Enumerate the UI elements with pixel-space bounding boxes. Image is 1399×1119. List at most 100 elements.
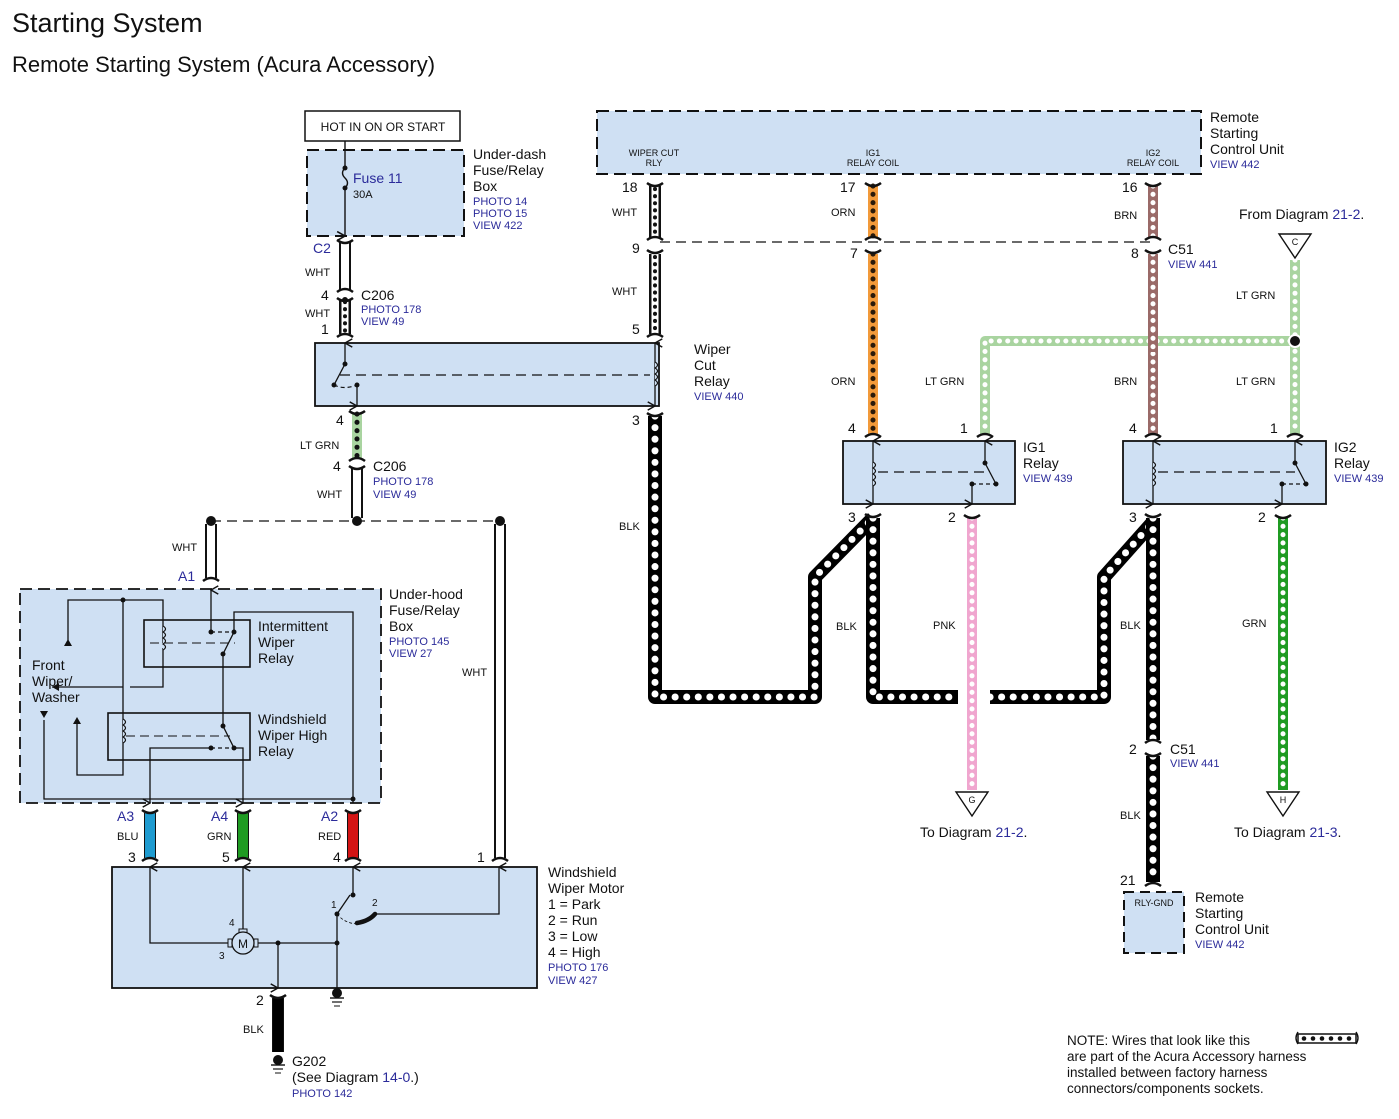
connector-cap (348, 456, 366, 463)
to-diagram-g-link[interactable]: 21-2 (995, 824, 1023, 840)
motor-icon: M (227, 928, 259, 955)
connector-cap (864, 432, 882, 439)
connector-cap (202, 576, 220, 583)
ig1-relay-name-2: Relay (1023, 455, 1059, 471)
c206-ref-view[interactable]: VIEW 49 (361, 316, 404, 328)
wiper-motor-legend-low: 3 = Low (548, 928, 598, 944)
offpage-letter-c: C (1292, 237, 1299, 247)
pin-label: 4 (336, 412, 344, 428)
wiper-cut-relay-name-1: Wiper (694, 341, 731, 357)
high-relay-name-3: Relay (258, 743, 294, 759)
connector-cap (336, 296, 354, 303)
connector-cap (646, 248, 664, 255)
rscu-bottom-ref[interactable]: VIEW 442 (1195, 939, 1245, 951)
underdash-ref-photo14[interactable]: PHOTO 14 (473, 196, 527, 208)
g202-name: G202 (292, 1053, 326, 1069)
pin-label: 4 (333, 849, 341, 865)
underdash-fuse-box: Fuse 11 30A Under-dash Fuse/Relay Box PH… (306, 141, 546, 256)
from-diagram-link[interactable]: 21-2 (1332, 206, 1360, 222)
wiper-motor-ref-photo[interactable]: PHOTO 176 (548, 962, 608, 974)
connector-cap (864, 512, 882, 519)
ground-icon (271, 1055, 285, 1074)
underdash-ref-view422[interactable]: VIEW 422 (473, 220, 523, 232)
wiper-motor-ref-view[interactable]: VIEW 427 (548, 975, 598, 987)
fuse-icon (341, 167, 349, 189)
rscu-top-box: WIPER CUT RLY IG1 RELAY COIL IG2 RELAY C… (596, 109, 1284, 175)
wire-blk-ig1-ig2 (986, 517, 1159, 704)
underdash-ref-photo15[interactable]: PHOTO 15 (473, 208, 527, 220)
c51-ref[interactable]: VIEW 441 (1168, 259, 1218, 271)
g202-diagram-link[interactable]: 14-0 (382, 1069, 410, 1085)
wire-color-label: WHT (305, 267, 330, 279)
rscu-top-ref[interactable]: VIEW 442 (1210, 159, 1260, 171)
connector-cap (963, 513, 981, 520)
ground-icon (330, 988, 344, 1007)
wiper-cut-relay-ref[interactable]: VIEW 440 (694, 391, 744, 403)
wire-color-label: LT GRN (1236, 376, 1275, 388)
connector-cap (646, 411, 664, 418)
underdash-name-3: Box (473, 178, 497, 194)
pin-label: 18 (622, 179, 638, 195)
underhood-name-3: Box (389, 618, 413, 634)
wiper-motor-legend-park: 1 = Park (548, 896, 602, 912)
connector-cap (141, 808, 159, 815)
connector-cap (1144, 512, 1162, 519)
connector-cap (864, 248, 882, 255)
offpage-from-c: From Diagram 21-2. C (1239, 206, 1364, 260)
motor-symbol: M (238, 937, 248, 951)
connector-a4: A4 (211, 808, 228, 824)
intermittent-relay-name-3: Relay (258, 650, 294, 666)
to-diagram-h-link[interactable]: 21-3 (1309, 824, 1337, 840)
g202-ref[interactable]: PHOTO 142 (292, 1088, 352, 1100)
ig2-relay-ref[interactable]: VIEW 439 (1334, 473, 1384, 485)
g202-see: (See Diagram 14-0.) (292, 1069, 419, 1085)
wire-color-label: RED (318, 831, 341, 843)
note-line-2: are part of the Acura Accessory harness (1067, 1049, 1307, 1064)
from-diagram-label: From Diagram 21-2. (1239, 206, 1364, 222)
connector-cap (1144, 248, 1162, 255)
pin-label: 1 (1270, 420, 1278, 436)
connector-a2: A2 (321, 808, 338, 824)
pin-label: 1 (960, 420, 968, 436)
splice-point (495, 516, 505, 526)
pin-label: 3 (128, 849, 136, 865)
wire-blk-wiper-cut-gnd (648, 412, 878, 704)
connector-cap (1144, 432, 1162, 439)
wiper-cut-relay: Wiper Cut Relay VIEW 440 (314, 341, 744, 406)
pin-label: 8 (1131, 245, 1139, 261)
c206-mid-ref-photo[interactable]: PHOTO 178 (373, 476, 433, 488)
high-relay-name-2: Wiper High (258, 727, 327, 743)
wire-color-label: WHT (172, 542, 197, 554)
underhood-ref-photo[interactable]: PHOTO 145 (389, 636, 449, 648)
terminal-wiper-cut: WIPER CUT (629, 148, 680, 158)
fuse-rating: 30A (353, 189, 373, 201)
wiper-motor-legend-high: 4 = High (548, 944, 601, 960)
connector-cap (864, 235, 882, 242)
pin-label: 4 (1129, 420, 1137, 436)
pin-label: 21 (1120, 872, 1136, 888)
wire-ltgrn-ig1 (980, 336, 1293, 437)
c206-ref-photo[interactable]: PHOTO 178 (361, 304, 421, 316)
connector-a1: A1 (178, 568, 195, 584)
c51-bottom-ref[interactable]: VIEW 441 (1170, 758, 1220, 770)
pin-label: 3 (632, 412, 640, 428)
front-wiper-label-2: Wiper/ (32, 673, 73, 689)
wiper-motor-name-2: Wiper Motor (548, 880, 625, 896)
connector-cap (336, 332, 354, 339)
connector-cap (348, 464, 366, 471)
offpage-letter-h: H (1280, 795, 1287, 805)
c206-mid-ref-view[interactable]: VIEW 49 (373, 489, 416, 501)
connector-cap (1144, 881, 1162, 888)
underhood-ref-view[interactable]: VIEW 27 (389, 648, 432, 660)
wire-color-label: BLK (1120, 620, 1141, 632)
ig1-relay-ref[interactable]: VIEW 439 (1023, 473, 1073, 485)
wire-color-label: ORN (831, 376, 856, 388)
underdash-name-2: Fuse/Relay (473, 162, 544, 178)
pin-label: 4 (848, 420, 856, 436)
ig2-relay-name-1: IG2 (1334, 439, 1357, 455)
connector-cap (141, 856, 159, 863)
motor-pin-3: 3 (219, 951, 225, 962)
offpage-to-g: G To Diagram 21-2. (920, 791, 1027, 840)
wire-color-label: BRN (1114, 210, 1137, 222)
rscu-top-name-3: Control Unit (1210, 141, 1284, 157)
